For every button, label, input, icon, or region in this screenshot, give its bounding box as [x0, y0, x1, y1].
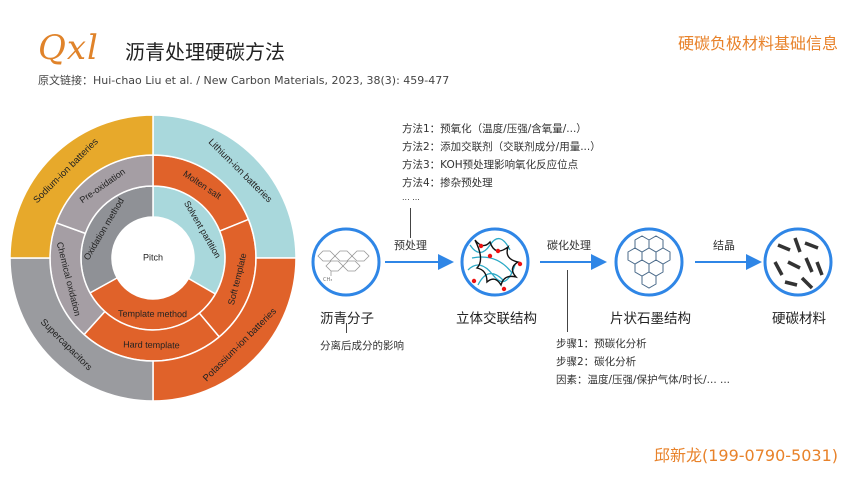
arrow-label: 结晶 [713, 239, 735, 252]
molecule-note: CH₃ [323, 277, 333, 283]
topic-label: 硬碳负极材料基础信息 [677, 34, 838, 53]
arrow-label: 碳化处理 [547, 239, 591, 252]
pitch-note: 分离后成分的影响 [320, 340, 404, 352]
stage-label: 硬碳材料 [772, 311, 826, 327]
logo: Qxl [38, 28, 99, 68]
page-title: 沥青处理硬碳方法 [125, 40, 285, 64]
arrow-label: 预处理 [394, 239, 427, 252]
hard-carbon-icon [763, 227, 833, 297]
sunburst-segment [9, 114, 154, 259]
citation: 原文链接：Hui-chao Liu et al. / New Carbon Ma… [38, 74, 450, 87]
method-item: 方法3：KOH预处理影响氧化反应位点 [402, 159, 579, 171]
connector-line [346, 323, 347, 333]
method-item: ... ... [402, 193, 420, 202]
step-item: 步骤1：预碳化分析 [556, 338, 647, 350]
graphite-sheet-icon [614, 227, 684, 297]
connector-line [567, 270, 568, 332]
method-item: 方法2：添加交联剂（交联剂成分/用量...） [402, 141, 601, 153]
sunburst-center-label: Pitch [143, 252, 163, 262]
sunburst-label: Template method [118, 309, 187, 320]
stage-label: 沥青分子 [320, 311, 374, 327]
pitch-molecule-icon [311, 227, 381, 297]
stage-label: 片状石墨结构 [610, 311, 691, 327]
contact-info: 邱新龙(199-0790-5031) [653, 446, 838, 465]
connector-line [410, 208, 411, 238]
crosslinked-structure-icon [460, 227, 530, 297]
stage-label: 立体交联结构 [456, 311, 537, 327]
step-item: 步骤2：碳化分析 [556, 356, 637, 368]
sunburst-label: Hard template [123, 339, 180, 350]
step-item: 因素：温度/压强/保护气体/时长/... ... [556, 374, 731, 386]
method-item: 方法4：掺杂预处理 [402, 177, 493, 189]
method-item: 方法1：预氧化（温度/压强/含氧量/...） [402, 123, 587, 135]
